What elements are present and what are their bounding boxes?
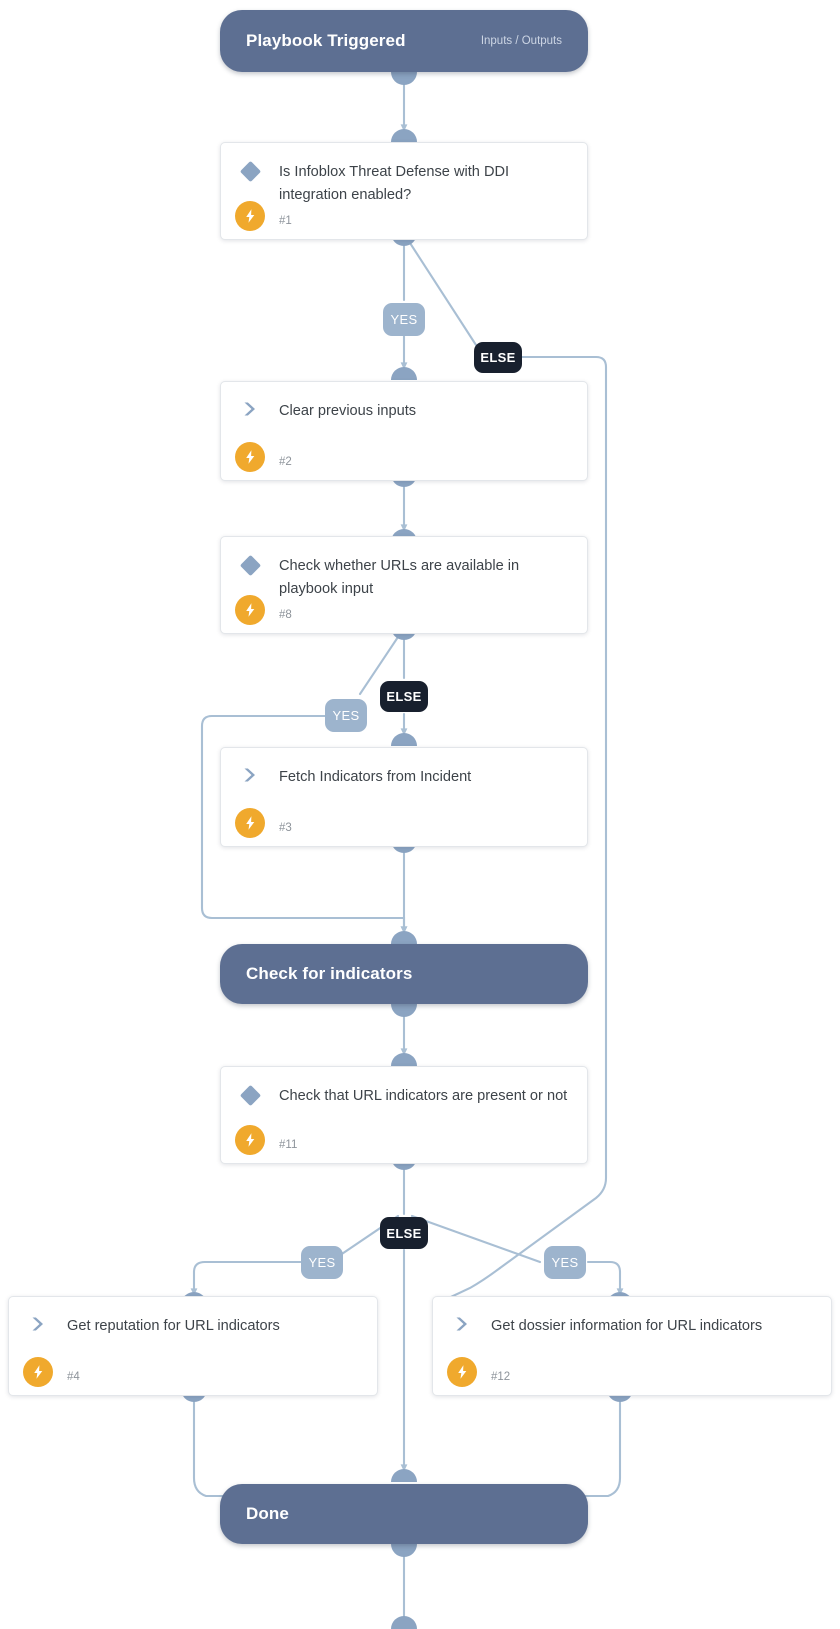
branch-label-yes-n11-right[interactable]: YES xyxy=(544,1246,586,1279)
branch-text: YES xyxy=(551,1255,579,1270)
node-step-number: #12 xyxy=(491,1371,511,1383)
node-decision-infoblox-integration[interactable]: Is Infoblox Threat Defense with DDI inte… xyxy=(220,142,588,240)
node-action-get-dossier[interactable]: Get dossier information for URL indicato… xyxy=(432,1296,832,1396)
branch-text: YES xyxy=(308,1255,336,1270)
socket-out-done xyxy=(391,1544,417,1557)
node-step-number: #3 xyxy=(279,822,292,834)
branch-label-else-n1[interactable]: ELSE xyxy=(474,342,522,373)
socket-in-n3 xyxy=(391,733,417,746)
node-action-get-reputation[interactable]: Get reputation for URL indicators #4 xyxy=(8,1296,378,1396)
chevron-right-icon xyxy=(453,1315,473,1335)
bolt-icon xyxy=(235,595,265,625)
node-title: Done xyxy=(246,1504,289,1523)
branch-text: ELSE xyxy=(386,1225,422,1241)
chevron-right-icon xyxy=(241,400,261,420)
node-decision-urls-available[interactable]: Check whether URLs are available in play… xyxy=(220,536,588,634)
bolt-icon xyxy=(447,1357,477,1387)
inputs-outputs-label: Inputs / Outputs xyxy=(480,35,562,47)
node-done[interactable]: Done xyxy=(220,1484,588,1544)
node-step-number: #8 xyxy=(279,609,292,621)
node-title: Is Infoblox Threat Defense with DDI inte… xyxy=(279,164,510,203)
chevron-right-icon xyxy=(29,1315,49,1335)
bolt-icon xyxy=(235,442,265,472)
diamond-icon xyxy=(239,160,262,183)
node-title: Get reputation for URL indicators xyxy=(67,1318,280,1334)
node-title: Playbook Triggered xyxy=(246,31,406,50)
branch-text: ELSE xyxy=(480,350,516,365)
socket-in-n1 xyxy=(391,129,417,142)
bolt-icon xyxy=(235,201,265,231)
node-step-number: #1 xyxy=(279,215,292,227)
branch-label-else-n8[interactable]: ELSE xyxy=(380,681,428,712)
node-title: Check that URL indicators are present or… xyxy=(279,1088,568,1104)
branch-label-yes-n1[interactable]: YES xyxy=(383,303,425,336)
node-title: Fetch Indicators from Incident xyxy=(279,769,472,785)
node-title: Check for indicators xyxy=(246,964,413,983)
branch-text: YES xyxy=(390,312,418,327)
socket-in-group xyxy=(391,931,417,944)
node-title: Check whether URLs are available in play… xyxy=(279,558,520,597)
node-action-fetch-indicators[interactable]: Fetch Indicators from Incident #3 xyxy=(220,747,588,847)
node-playbook-triggered[interactable]: Playbook Triggered Inputs / Outputs xyxy=(220,10,588,72)
node-step-number: #2 xyxy=(279,456,292,468)
node-title: Get dossier information for URL indicato… xyxy=(491,1318,763,1334)
chevron-right-icon xyxy=(241,766,261,786)
branch-label-yes-n8[interactable]: YES xyxy=(325,699,367,732)
socket-in-done xyxy=(391,1469,417,1482)
branch-text: YES xyxy=(332,708,360,723)
branch-label-else-n11[interactable]: ELSE xyxy=(380,1217,428,1249)
bolt-icon xyxy=(235,808,265,838)
diamond-icon xyxy=(239,1084,262,1107)
bolt-icon xyxy=(23,1357,53,1387)
socket-out-group xyxy=(391,1004,417,1017)
bolt-icon xyxy=(235,1125,265,1155)
node-decision-url-indicators-present[interactable]: Check that URL indicators are present or… xyxy=(220,1066,588,1164)
socket-in-n11 xyxy=(391,1053,417,1066)
node-step-number: #4 xyxy=(67,1371,80,1383)
node-step-number: #11 xyxy=(279,1139,298,1151)
node-group-check-for-indicators[interactable]: Check for indicators xyxy=(220,944,588,1004)
node-action-clear-previous-inputs[interactable]: Clear previous inputs #2 xyxy=(220,381,588,481)
socket-terminal-end xyxy=(391,1616,417,1629)
node-title: Clear previous inputs xyxy=(279,403,417,419)
socket-out-trigger xyxy=(391,72,417,85)
branch-label-yes-n11-left[interactable]: YES xyxy=(301,1246,343,1279)
socket-in-n2 xyxy=(391,367,417,380)
diamond-icon xyxy=(239,554,262,577)
branch-text: ELSE xyxy=(386,689,422,704)
